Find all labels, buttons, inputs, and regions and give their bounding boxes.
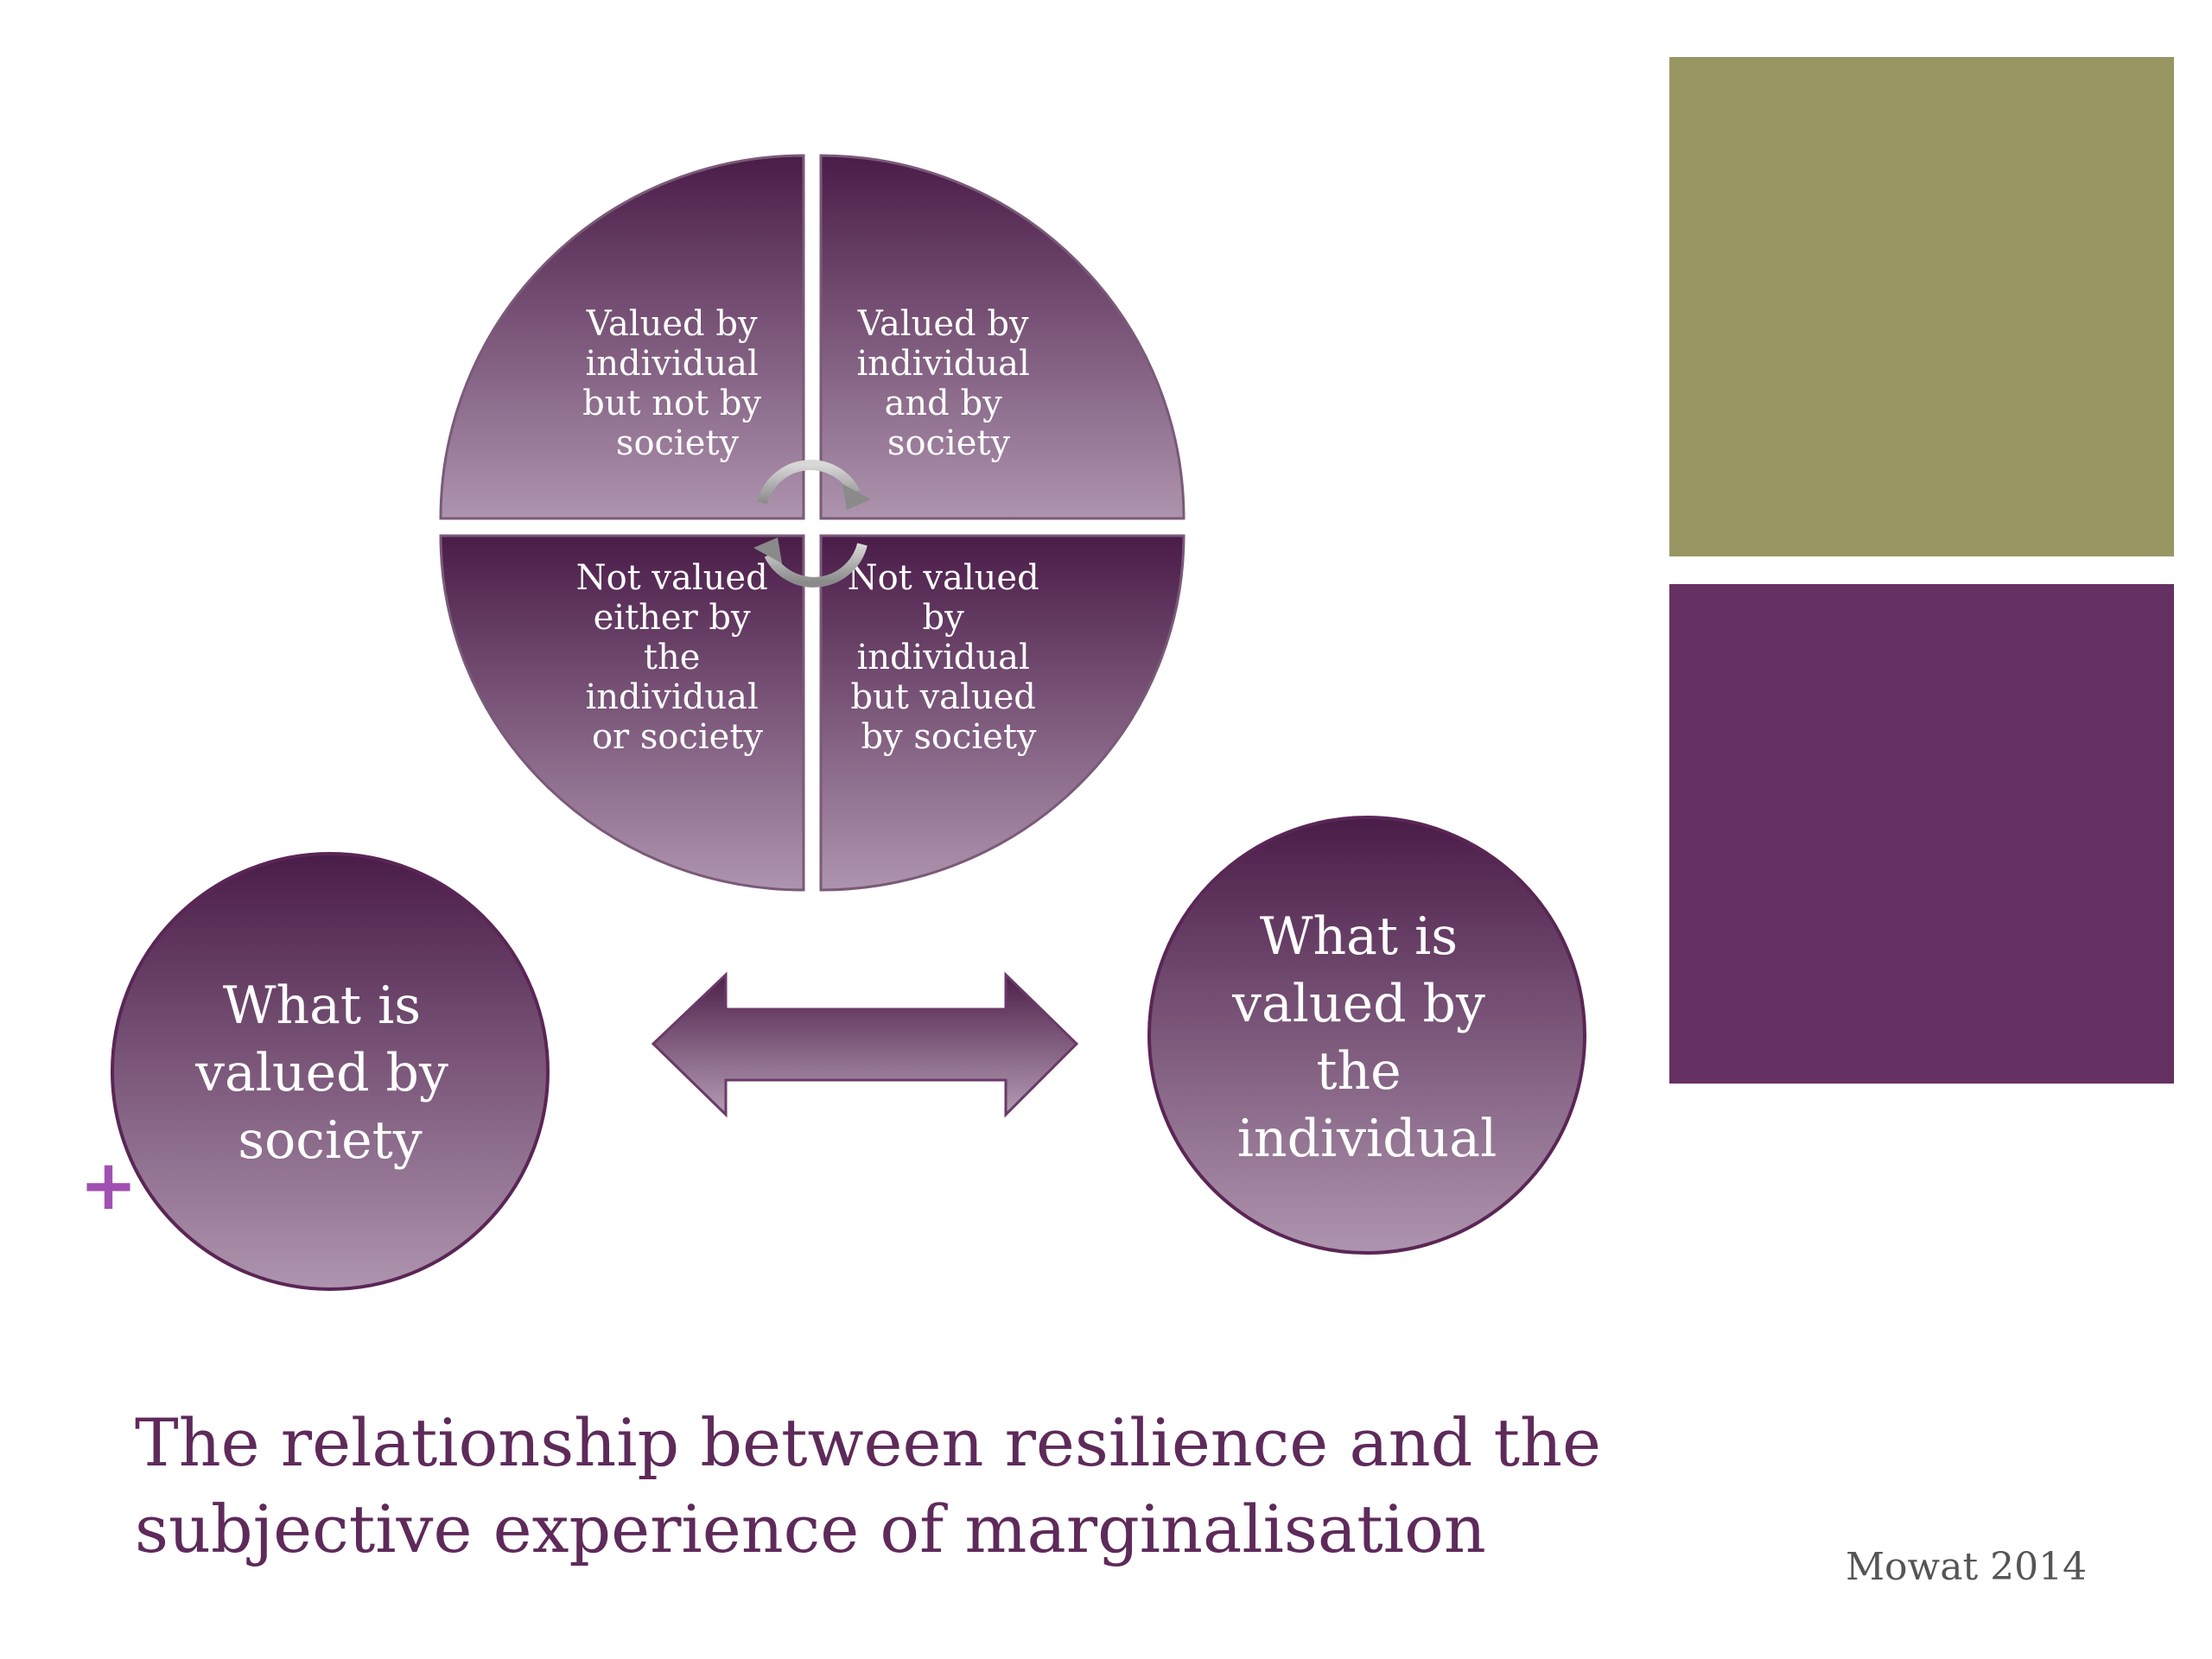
society-circle: What is valued by society: [111, 852, 550, 1291]
slide-title: The relationship between resilience and …: [135, 1400, 1690, 1573]
credit-text: Mowat 2014: [1846, 1545, 2088, 1589]
quadrant-top-left: [439, 154, 805, 520]
title-line: subjective experience of marginalisation: [135, 1491, 1486, 1567]
society-circle-label: What is valued by society: [194, 976, 465, 1171]
quadrant-circle: Valued by individual but not by society …: [439, 154, 1185, 892]
quadrant-bottom-left: [439, 534, 805, 892]
plus-icon: +: [79, 1145, 138, 1225]
quadrant-bottom-right: [819, 534, 1185, 892]
individual-circle-label: What is valued by the individual: [1231, 906, 1502, 1169]
quadrant-top-left-label: Valued by individual but not by society: [582, 304, 772, 463]
quadrant-top-right-label: Valued by individual and by society: [856, 304, 1040, 463]
quadrant-top-right: [819, 154, 1185, 520]
quadrant-bottom-right-label: Not valued by individual but valued by s…: [848, 558, 1051, 757]
quadrant-bottom-left-label: Not valued either by the individual or s…: [576, 558, 779, 757]
cycle-arrows-icon: [753, 460, 871, 588]
plum-square: [1669, 584, 2174, 1084]
title-line: The relationship between resilience and …: [135, 1404, 1601, 1481]
olive-square: [1669, 57, 2174, 556]
individual-circle: What is valued by the individual: [1147, 816, 1586, 1255]
double-arrow-icon: [651, 971, 1079, 1118]
